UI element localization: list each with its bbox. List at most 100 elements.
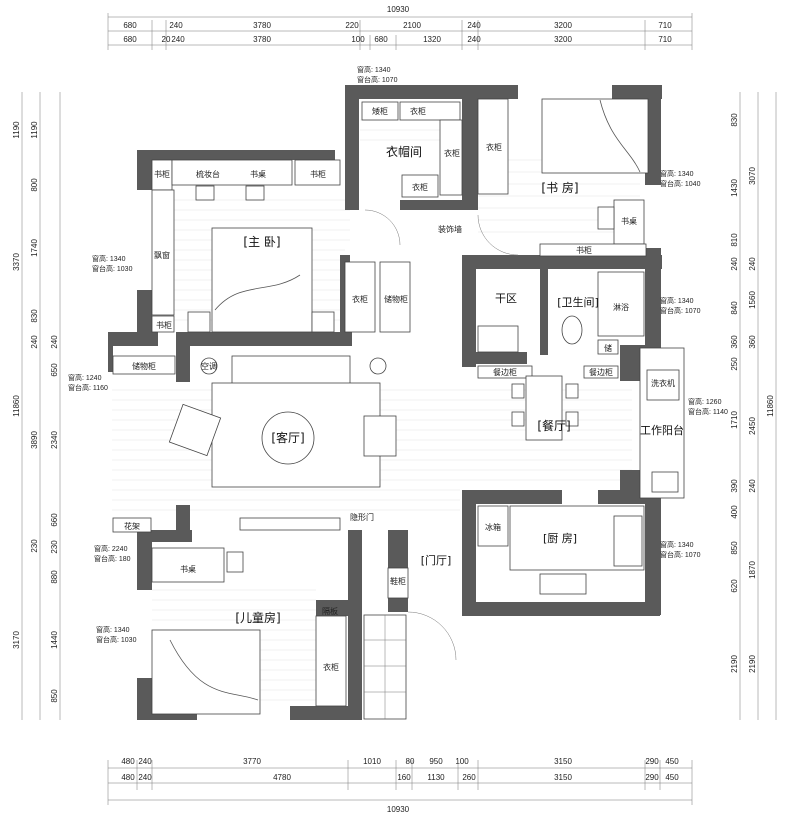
- right-dim: 840: [730, 301, 739, 315]
- balcony-sink: [651, 471, 679, 493]
- label-dresser: 梳妆台: [196, 169, 220, 179]
- nightstand: [187, 311, 211, 333]
- flower-shelf: [112, 517, 152, 533]
- window-note: 窗台高: 1040: [660, 179, 701, 188]
- bottom-dim: 80: [406, 757, 415, 766]
- left-dim: 3170: [12, 631, 21, 649]
- bottom-dim: 240: [138, 757, 152, 766]
- bottom-dim: 950: [429, 757, 443, 766]
- right-dimensions: 830 1430 810 240 840 360 250 1710 390 40…: [730, 92, 777, 720]
- study-desk: [613, 199, 645, 245]
- study-wardrobe: [477, 98, 509, 195]
- label-partition: 隔板: [322, 606, 338, 616]
- window-note: 窗高: 1260: [688, 397, 722, 406]
- study-chair: [597, 206, 615, 230]
- wall: [137, 150, 335, 160]
- top-dim: 2100: [403, 21, 421, 30]
- bottom-dim: 290: [645, 773, 659, 782]
- right-dim: 1560: [748, 291, 757, 309]
- top-dim: 240: [467, 35, 481, 44]
- dresser-desk: [171, 159, 293, 186]
- label-bookcase: 书柜: [310, 169, 326, 179]
- bay-window-seat: [151, 189, 175, 316]
- toilet: [561, 315, 583, 345]
- bookcase-cabinet: [294, 159, 341, 186]
- wall: [462, 85, 478, 210]
- door-arc: [477, 214, 519, 256]
- right-dim: 620: [730, 579, 739, 593]
- label-storage: 储物柜: [132, 361, 156, 371]
- study-bookcase: [539, 243, 647, 257]
- top-dim: 240: [169, 21, 183, 30]
- label-wardrobe: 衣柜: [412, 182, 428, 192]
- bottom-dim: 100: [455, 757, 469, 766]
- right-total-dim: 11860: [766, 395, 775, 417]
- wall: [620, 470, 640, 494]
- bottom-dim: 1010: [363, 757, 381, 766]
- top-dim: 3200: [554, 21, 572, 30]
- shoe-cabinet: [387, 567, 409, 599]
- left-dim: 660: [50, 513, 59, 527]
- bottom-dim: 480: [121, 757, 135, 766]
- right-dim: 810: [730, 233, 739, 247]
- bottom-dim: 450: [665, 773, 679, 782]
- left-dim: 240: [50, 335, 59, 349]
- label-fridge: 冰箱: [485, 522, 501, 532]
- top-dim: 3200: [554, 35, 572, 44]
- wall: [348, 530, 362, 720]
- kids-bed: [151, 629, 261, 715]
- top-dim: 680: [123, 35, 137, 44]
- window-note: 窗高: 1340: [660, 540, 694, 549]
- closet-wardrobe-bottom: [401, 174, 439, 198]
- closet-wardrobe-side: [439, 119, 463, 196]
- wall: [645, 490, 661, 615]
- stove: [539, 573, 587, 595]
- window-note: 窗高: 1340: [92, 254, 126, 263]
- kids-wardrobe: [315, 615, 347, 707]
- right-dim: 250: [730, 357, 739, 371]
- left-dim: 240: [30, 335, 39, 349]
- top-dim: 220: [345, 21, 359, 30]
- room-kitchen: [厨 房]: [543, 532, 577, 545]
- left-dim: 650: [50, 363, 59, 377]
- wall: [462, 255, 662, 269]
- right-dim: 2190: [748, 655, 757, 673]
- master-wardrobe: [344, 261, 376, 333]
- right-dim: 1870: [748, 561, 757, 579]
- fridge: [477, 505, 509, 547]
- left-dim: 230: [50, 540, 59, 554]
- wall: [316, 600, 362, 616]
- top-dim: 240: [171, 35, 185, 44]
- label-flower-shelf: 花架: [124, 521, 140, 531]
- chair: [195, 185, 215, 201]
- bottom-dim: 240: [138, 773, 152, 782]
- kids-bed-blanket: [169, 639, 259, 701]
- room-labels: [主 卧] 衣帽间 [书 房] [客厅] [餐厅] [儿童房] [厨 房] [卫…: [235, 144, 684, 625]
- room-balcony: 工作阳台: [640, 423, 684, 437]
- label-shower: 淋浴: [613, 302, 629, 312]
- right-dim: 2450: [748, 417, 757, 435]
- left-dim: 1190: [12, 121, 21, 139]
- right-dim: 3070: [748, 167, 757, 185]
- window-note: 窗台高: 1070: [357, 75, 398, 84]
- left-dim: 2340: [50, 431, 59, 449]
- label-bookcase: 书柜: [154, 169, 170, 179]
- label-washer: 洗衣机: [651, 378, 675, 388]
- right-dim: 360: [748, 335, 757, 349]
- label-low-cabinet: 矮柜: [372, 106, 388, 116]
- label-decor-wall: 装饰墙: [438, 224, 462, 234]
- floor-lamp: [369, 357, 387, 375]
- left-dim: 1740: [30, 239, 39, 257]
- wall: [478, 85, 518, 99]
- label-ac: 空调: [201, 361, 217, 371]
- room-living: [客厅]: [271, 430, 304, 445]
- label-desk: 书桌: [250, 169, 266, 179]
- right-dim: 360: [730, 335, 739, 349]
- wall: [345, 85, 465, 99]
- window-note: 窗台高: 1030: [96, 635, 137, 644]
- chair: [245, 185, 265, 201]
- dining-chair: [511, 383, 525, 399]
- wall: [645, 85, 661, 185]
- label-wardrobe: 衣柜: [352, 294, 368, 304]
- ac-unit: [200, 357, 218, 375]
